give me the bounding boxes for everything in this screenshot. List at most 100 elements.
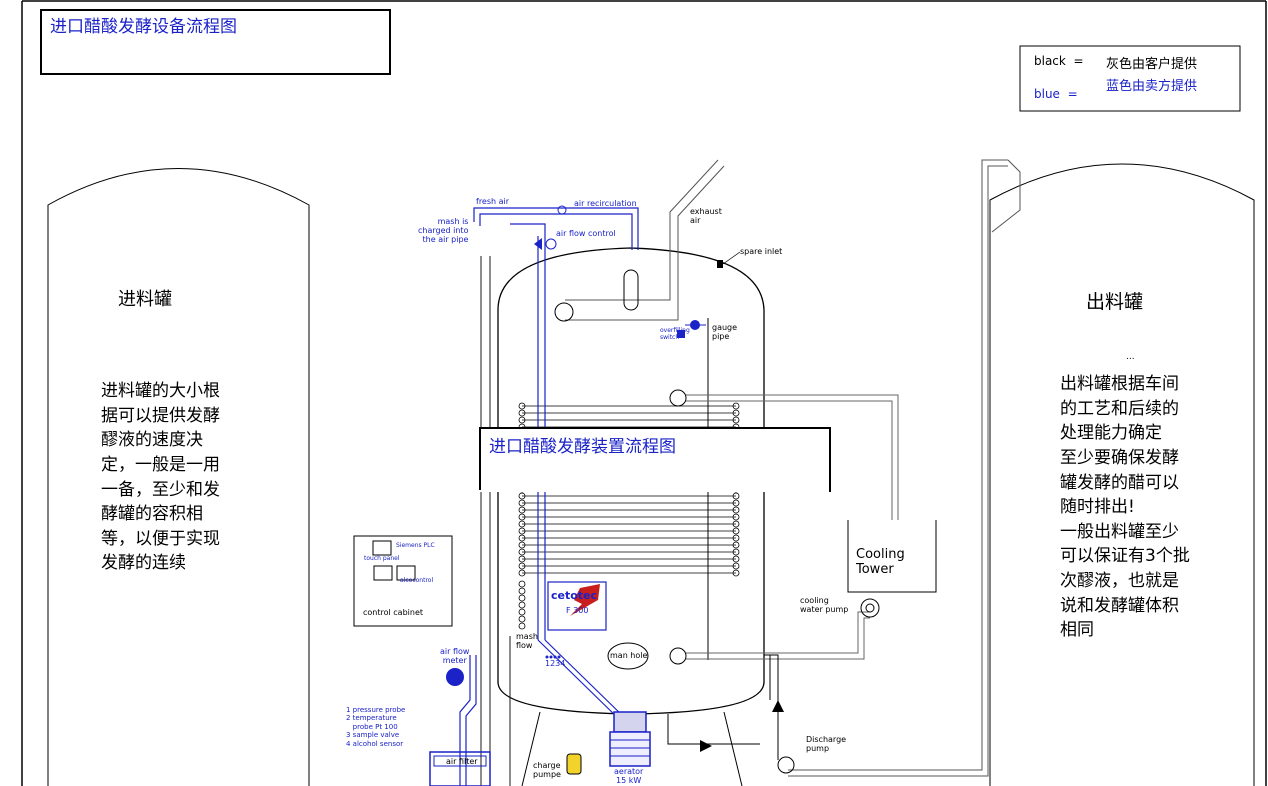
cooling-water-pump-icon <box>860 598 880 618</box>
exhaust-flange <box>554 302 574 322</box>
exhaust-duct-outer <box>565 159 719 301</box>
discharge-valve <box>772 700 784 712</box>
title-box-frame <box>40 9 391 75</box>
coolant-outlet-flange <box>669 647 687 665</box>
sensor-numbers-label: 1234 <box>545 659 566 668</box>
coil-end <box>732 555 740 563</box>
control-cabinet-frame <box>353 535 453 627</box>
exhaust-sight-glass <box>623 269 639 311</box>
aerator-label: aerator 15 kW <box>614 767 644 785</box>
discharge-tank-description: 出料罐根据车间 的工艺和后续的 处理能力确定 至少要确保发酵 罐发酵的醋可以 随… <box>1060 374 1190 641</box>
coil-end <box>732 569 740 577</box>
coil-end <box>518 622 526 630</box>
exhaust-duct-inner <box>565 165 725 321</box>
coil-end <box>732 548 740 556</box>
siemens-plc-label: Siemens PLC <box>396 542 435 549</box>
cooling-tower-label: Cooling Tower <box>856 547 905 577</box>
coil-end <box>518 615 526 623</box>
legend-black-key: black = <box>1034 54 1084 68</box>
manhole-icon <box>607 642 649 670</box>
air-filter-box <box>429 751 491 786</box>
spare-inlet-leader <box>722 251 741 265</box>
air-flow-valve-body <box>534 238 542 250</box>
feed-tank-description: 进料罐的大小根 据可以提供发酵 醪液的速度决 定，一般是一用 一备，至少和发 酵… <box>101 381 220 574</box>
coil-end <box>732 499 740 507</box>
cetotec-model: F 300 <box>566 606 589 615</box>
center-title-text: 进口醋酸发酵装置流程图 <box>489 437 676 457</box>
plc-module-1 <box>373 565 393 581</box>
air-flow-meter-icon <box>446 668 464 686</box>
fresh-air-label: fresh air <box>476 197 510 206</box>
coil-end <box>518 594 526 602</box>
coil-end <box>732 562 740 570</box>
exhaust-air-label: exhaust air <box>690 207 722 225</box>
aerator-fins <box>610 739 650 757</box>
coil-end <box>518 513 526 521</box>
coil-end <box>518 402 526 410</box>
aerator-motor <box>609 731 651 767</box>
plc-module-2 <box>396 565 416 581</box>
coil-end <box>518 569 526 577</box>
discharge-tank-dots: ... <box>1126 352 1135 362</box>
feed-tank-title: 进料罐 <box>118 289 172 310</box>
touch-panel-label: touch panel <box>364 555 400 562</box>
coil-end <box>732 402 740 410</box>
coil-end <box>518 548 526 556</box>
coil-end <box>732 416 740 424</box>
coil-end <box>518 608 526 616</box>
coil-end <box>518 416 526 424</box>
air-filter-label: air filter <box>446 757 478 766</box>
coil-end <box>518 499 526 507</box>
coil-end <box>518 409 526 417</box>
legend-blue-key: blue = <box>1034 87 1078 101</box>
probes-list-label: 1 pressure probe 2 temperature probe Pt … <box>346 706 406 748</box>
vessel-leg-right <box>723 711 743 786</box>
legend-blue-text: 蓝色由卖方提供 <box>1106 79 1198 94</box>
coil-end <box>518 534 526 542</box>
air-flow-meter-label: air flow meter <box>440 647 470 665</box>
discharge-tank-title: 出料罐 <box>1086 291 1144 313</box>
aerator-coupling <box>613 711 647 733</box>
air-piping <box>459 207 639 786</box>
spare-inlet-label: spare inlet <box>740 247 783 256</box>
outlet-pipe-bend <box>991 159 1021 233</box>
coolant-inlet-flange <box>669 389 687 407</box>
coil-end <box>732 527 740 535</box>
air-recirculation-label: air recirculation <box>574 199 637 208</box>
air-filter-element <box>433 755 487 767</box>
man-hole-label: man hole <box>610 651 648 660</box>
discharge-tank-outline <box>989 163 1255 786</box>
coil-end <box>732 541 740 549</box>
mash-charged-label: mash is charged into the air pipe <box>418 217 469 244</box>
coil-end <box>732 409 740 417</box>
spare-inlet-stub <box>717 260 723 268</box>
overfilling-switch-label: overfilling switch <box>660 327 690 341</box>
recirculation-valve <box>557 205 567 215</box>
center-title-bg <box>480 428 830 492</box>
cetotec-logo-mark <box>570 584 600 616</box>
vessel-leg-left <box>521 711 541 786</box>
air-flow-control-label: air flow control <box>556 229 616 238</box>
title-box-text: 进口醋酸发酵设备流程图 <box>50 17 237 37</box>
legend-box-frame <box>1019 45 1241 112</box>
bottom-valve <box>700 740 712 752</box>
overfilling-switch-sensor <box>677 330 685 338</box>
coil-end <box>732 492 740 500</box>
gauge-pipe-label: gauge pipe <box>712 323 738 341</box>
control-cabinet-label: control cabinet <box>363 608 424 617</box>
coil-end <box>518 527 526 535</box>
center-title-frame <box>479 427 831 492</box>
charge-pump-label: charge pumpe <box>533 761 561 779</box>
discharge-pump-icon <box>777 756 795 774</box>
coil-end <box>732 520 740 528</box>
charge-pump-icon <box>566 753 582 775</box>
coil-end <box>518 541 526 549</box>
coil-end <box>518 492 526 500</box>
coil-end <box>518 520 526 528</box>
outlet-pipe-inner <box>788 165 1008 777</box>
coil-end <box>518 562 526 570</box>
cooling-water-pump-label: cooling water pump <box>800 596 849 614</box>
coil-end <box>732 534 740 542</box>
coil-end <box>518 601 526 609</box>
